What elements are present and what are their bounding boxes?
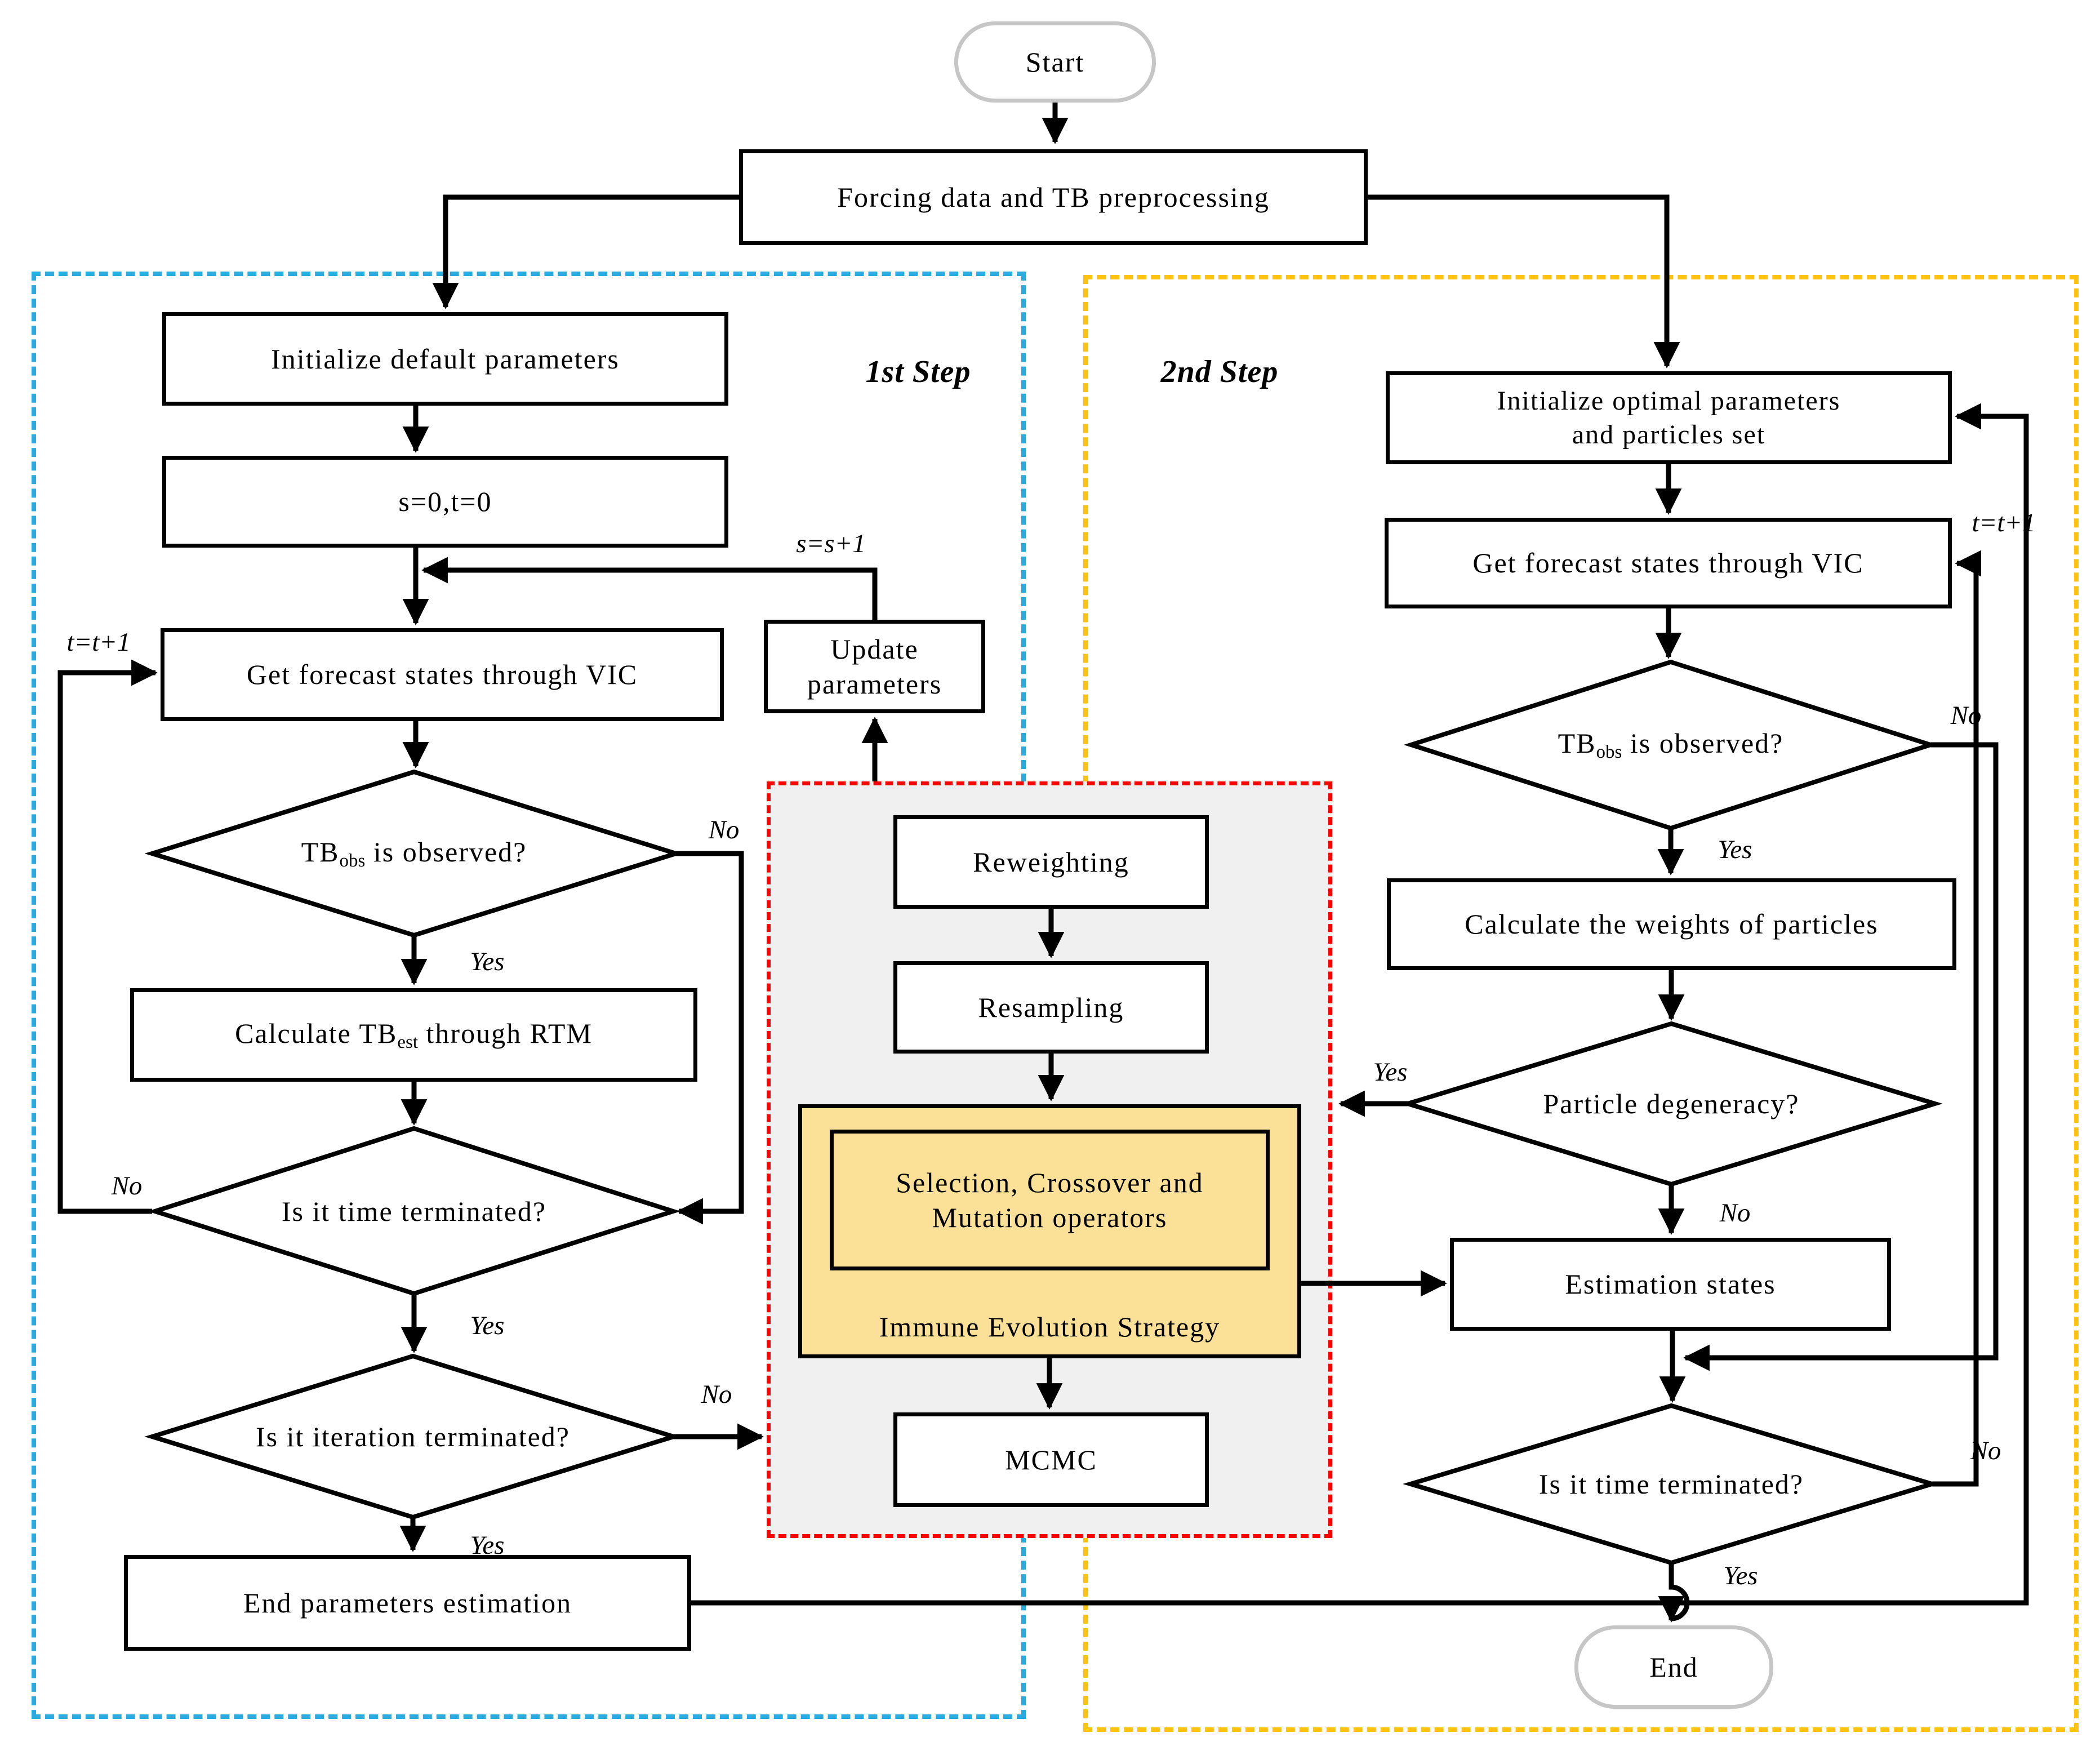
forcing-box: Forcing data and TB preprocessing [739,149,1368,245]
decision-time-right [1403,1403,1940,1566]
label-yes-time-left: Yes [470,1311,505,1340]
calc-weights-box: Calculate the weights of particles [1387,878,1956,970]
init-optimal-box: Initialize optimal parameters and partic… [1386,371,1952,464]
update-parameters-box: Update parameters [764,620,985,713]
selection-crossover-box: Selection, Crossover and Mutation operat… [830,1130,1270,1270]
edge-s-plus-1-loop [421,557,878,620]
edge-tbobs-right-no [1683,742,1999,1371]
label-yes-iteration: Yes [470,1531,505,1560]
step2-label: 2nd Step [1160,354,1279,389]
label-yes-tbobs-right: Yes [1718,835,1752,864]
label-t-plus-1-left: t=t+1 [66,628,131,657]
particle-degeneracy-text: Particle degeneracy? [1543,1088,1800,1119]
edge-time-right-yes-hop [1658,1563,1690,1623]
label-s-plus-1: s=s+1 [796,529,866,558]
decision-tbobs-left [144,769,684,938]
time-right-text: Is it time terminated? [1538,1468,1804,1500]
start-node: Start [954,21,1156,103]
edge-forcing-to-init-default [432,194,739,309]
reweighting-box: Reweighting [893,815,1209,909]
get-vic-right-box: Get forecast states through VIC [1385,518,1952,608]
immune-evolution-label: Immune Evolution Strategy [879,1310,1221,1343]
calc-tbest-box: Calculate TBest through RTM [130,988,697,1082]
decision-particle [1400,1021,1943,1187]
s0t0-box: s=0,t=0 [162,456,728,548]
resampling-box: Resampling [893,961,1209,1054]
label-t-plus-1-right: t=t+1 [1972,508,2036,537]
immune-evolution-box: Selection, Crossover and Mutation operat… [798,1104,1301,1358]
label-yes-time-right: Yes [1723,1561,1758,1590]
edge-time-right-no-loop [1932,550,1981,1487]
tbobs-left-text: TBobs is observed? [301,836,527,871]
label-no-particle: No [1719,1198,1751,1228]
decision-time-left [147,1126,681,1296]
estimation-states-box: Estimation states [1450,1238,1891,1331]
decision-iteration [144,1353,682,1520]
end-node: End [1574,1625,1773,1709]
edge-tbobs-left-no [676,851,744,1225]
label-no-tbobs-left: No [708,815,740,845]
label-yes-particle: Yes [1373,1057,1408,1087]
mcmc-box: MCMC [893,1412,1209,1507]
edge-t-plus-1-loop-left [57,659,158,1214]
end-params-box: End parameters estimation [124,1555,691,1651]
edge-forcing-to-init-optimal [1368,194,1680,368]
step1-label: 1st Step [865,354,971,389]
label-no-tbobs-right: No [1950,701,1982,730]
label-yes-tbobs-left: Yes [470,947,505,976]
edge-endparams-loop [691,403,2029,1606]
iteration-text: Is it iteration terminated? [256,1421,570,1452]
decision-tbobs-right [1403,659,1938,831]
init-default-box: Initialize default parameters [162,312,728,406]
tbobs-right-text: TBobs is observed? [1558,727,1784,762]
label-no-time-left: No [111,1171,143,1201]
label-no-time-right: No [1970,1436,2001,1465]
get-vic-left-box: Get forecast states through VIC [161,628,724,721]
label-no-iteration: No [701,1380,732,1409]
time-left-text: Is it time terminated? [281,1196,547,1227]
